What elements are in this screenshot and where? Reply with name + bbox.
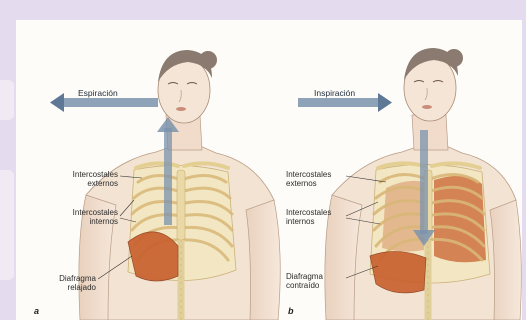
panel-letter-b: b [288, 306, 294, 316]
inspiration-arrow-head [378, 93, 392, 112]
diaphragm-label: Diafragma contraído [286, 272, 358, 290]
hair-bun [445, 49, 463, 67]
external-intercostals-label: Intercostales externos [286, 170, 358, 188]
inspiration-label: Inspiración [314, 88, 355, 98]
arm [490, 200, 521, 320]
internal-intercostals-label: Intercostales internos [286, 208, 358, 226]
internal-intercostals-label: Intercostales internos [40, 208, 118, 226]
hair-bun [199, 51, 217, 69]
external-intercostals-label: Intercostales externos [40, 170, 118, 188]
frame-tab [0, 80, 14, 120]
arm [246, 200, 280, 320]
expiration-label: Espiración [78, 88, 118, 98]
illustration-canvas: Espiración Intercostales externos Interc… [16, 20, 522, 320]
diaphragm-label: Diafragma relajado [40, 274, 96, 292]
frame-tab [0, 170, 14, 280]
diaphragm-relaxed [128, 232, 178, 281]
expiration-arrow-head [50, 93, 64, 112]
panel-letter-a: a [34, 306, 39, 316]
